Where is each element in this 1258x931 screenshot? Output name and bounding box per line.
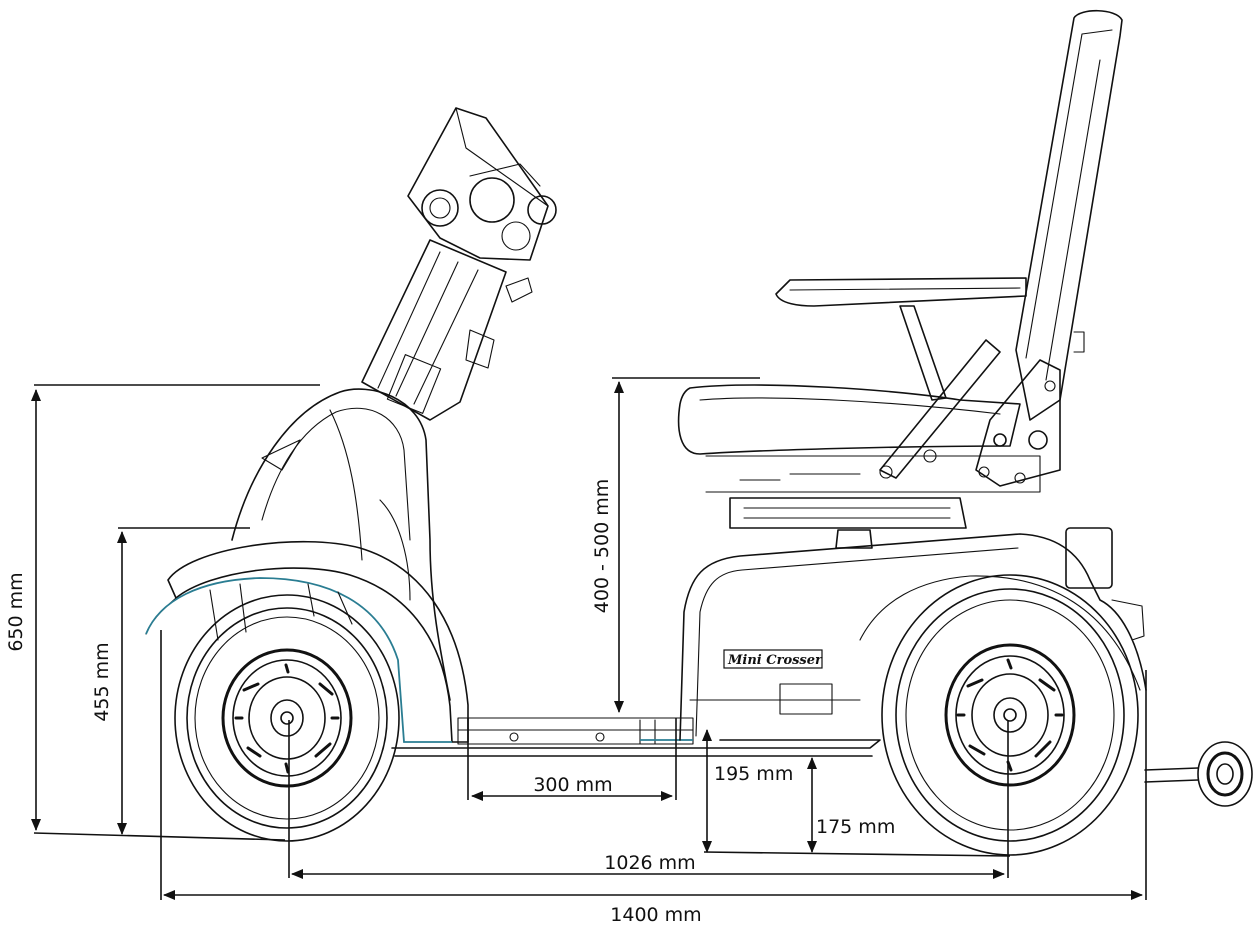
logo-plate: Mini Crosser: [723, 649, 823, 669]
footboard-length-label: 300 mm: [533, 774, 612, 796]
seat-base: [705, 455, 1041, 549]
anti-tip-wheel: [1144, 741, 1253, 807]
overall-height-label: 650 mm: [5, 572, 27, 651]
backrest: [1015, 9, 1123, 421]
dimension-labels: 650 mm 455 mm 400 - 500 mm 300 mm 195 mm…: [5, 479, 895, 926]
front-body: [231, 388, 451, 701]
chassis: [391, 717, 881, 757]
seat-height-label: 400 - 500 mm: [591, 479, 613, 614]
seat-bracket: [879, 331, 1085, 487]
overall-length-label: 1400 mm: [610, 904, 701, 926]
floor-clearance-label: 195 mm: [714, 763, 793, 785]
console-head: [407, 107, 557, 261]
seat-cushion: [677, 384, 1021, 455]
front-fender-height-label: 455 mm: [91, 642, 113, 721]
ground-clearance-label: 175 mm: [816, 816, 895, 838]
front-fender: [145, 540, 469, 743]
scooter-drawing: Mini Crosser: [145, 9, 1253, 856]
rear-wheel: [881, 574, 1139, 856]
armrest: [775, 277, 1027, 401]
tiller-column: [361, 239, 533, 421]
rear-body: [679, 527, 1147, 741]
logo-text: Mini Crosser: [727, 653, 823, 668]
front-wheel: [174, 594, 400, 842]
wheelbase-label: 1026 mm: [604, 852, 695, 874]
dimension-lines: [31, 377, 1147, 900]
